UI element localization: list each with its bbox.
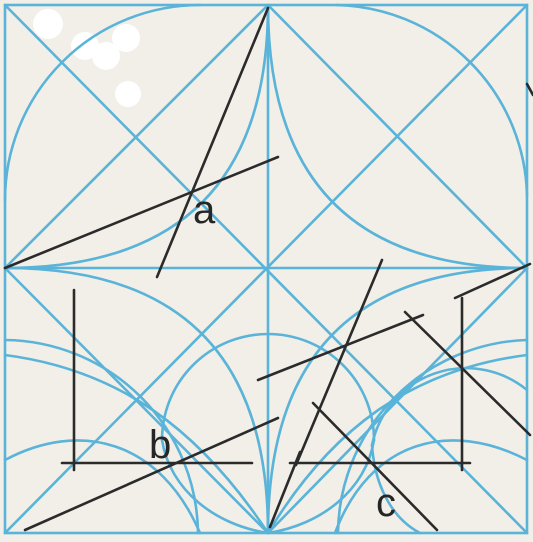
circle-lower-right <box>370 366 529 447</box>
line-right-edge-tick <box>525 82 533 97</box>
circle-lower-center-top <box>160 332 376 442</box>
diamond-edge-tr <box>266 3 529 270</box>
star-arc-tr <box>266 3 529 270</box>
label-a: a <box>193 188 216 232</box>
star-arc-tl <box>3 3 270 270</box>
line-right-diagonal <box>403 310 532 437</box>
line-a-steep <box>155 6 270 279</box>
arc-lr-inner <box>333 439 529 535</box>
construction-grid <box>3 3 529 535</box>
line-center-shallow <box>256 313 425 382</box>
star-arc-bl <box>3 266 270 535</box>
line-c-diagonal <box>311 401 439 532</box>
label-b: b <box>149 423 171 467</box>
star-arc-br <box>266 266 529 535</box>
circle-lower-center-left <box>160 438 270 535</box>
arc-ll-inner <box>3 439 202 535</box>
line-lower-short <box>268 450 302 529</box>
diamond-edge-br <box>266 266 529 535</box>
line-a-shallow <box>3 155 280 270</box>
circle-lower-right-bottom <box>370 443 422 535</box>
arc-corner-tl <box>3 3 202 202</box>
circle-lower-center-right <box>266 438 376 535</box>
line-right-short <box>453 262 532 300</box>
arc-lr-outer <box>266 353 529 535</box>
line-b-tangent <box>23 416 280 532</box>
arc-corner-bl <box>3 338 200 535</box>
diagonal-anti <box>3 3 529 535</box>
arc-ll-outer <box>3 353 270 535</box>
diamond-edge-tl <box>3 3 270 270</box>
white-spots <box>33 9 141 107</box>
tangent-lines <box>3 6 533 532</box>
arc-corner-tr <box>334 3 529 198</box>
arc-corner-br <box>336 338 529 535</box>
line-center-steep <box>294 258 384 467</box>
label-c: c <box>376 481 396 525</box>
